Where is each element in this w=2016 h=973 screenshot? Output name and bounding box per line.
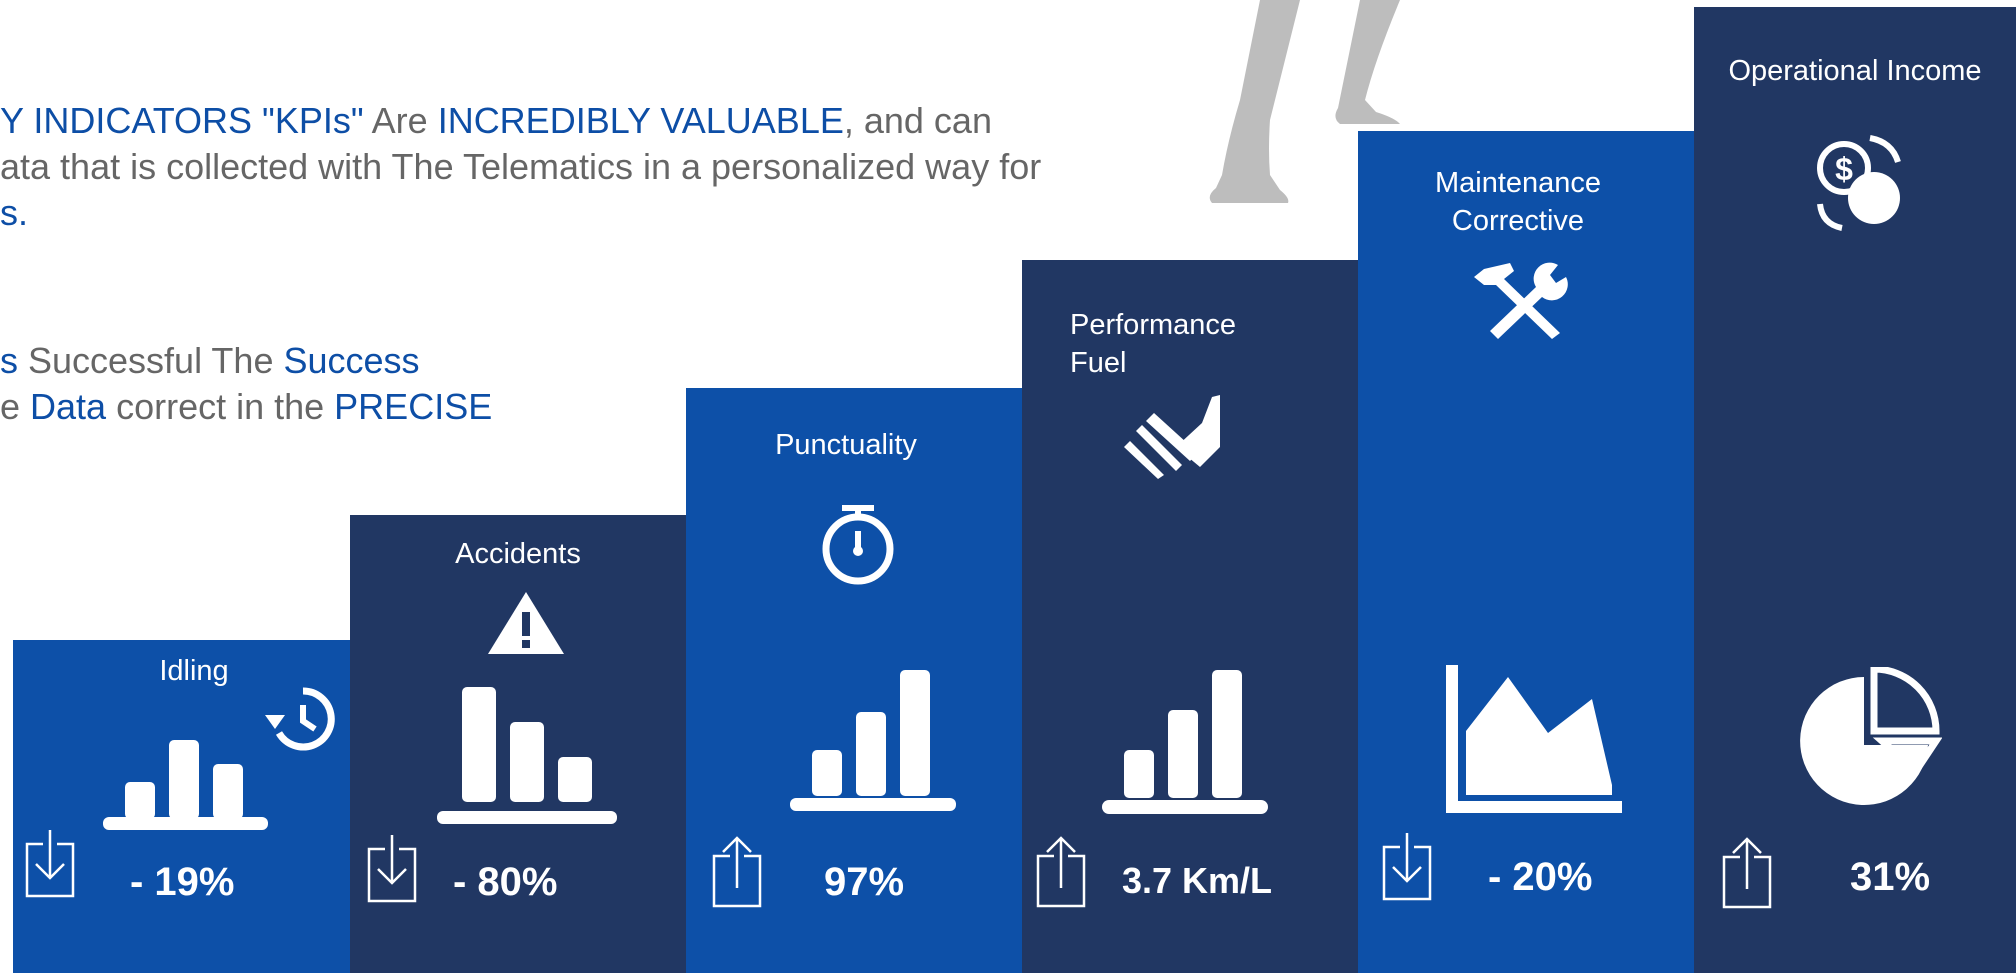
kpi-idling: Idling - 19%: [13, 640, 350, 973]
kpi-maintenance-corrective: Maintenance Corrective - 20%: [1358, 131, 1694, 973]
success-paragraph: s Successful The Success e Data correct …: [0, 340, 493, 427]
fuel-nozzle-icon: [1124, 395, 1220, 479]
intro-valuable-text: INCREDIBLY VALUABLE: [437, 100, 844, 141]
walking-person-illustration: [1209, 0, 1400, 203]
warning-icon: [488, 592, 564, 654]
kpi-label: Maintenance Corrective: [1434, 167, 1602, 237]
kpi-performance-fuel: Performance Fuel 3.7 Km/L: [1022, 260, 1358, 973]
kpi-value: - 20%: [1488, 855, 1593, 899]
history-icon: [265, 687, 335, 751]
intro-kpis-text: Y INDICATORS "KPIs": [0, 100, 364, 141]
bar-chart-descending-icon: [437, 687, 617, 824]
intro-paragraph: Y INDICATORS "KPIs" Are INCREDIBLY VALUA…: [0, 100, 1042, 233]
kpi-accidents: Accidents - 80%: [350, 515, 686, 973]
area-chart-icon: [1446, 665, 1622, 813]
money-cycle-icon: $: [1817, 135, 1901, 231]
kpi-value: - 80%: [453, 860, 558, 904]
svg-text:$: $: [1835, 151, 1853, 187]
kpi-operational-income: Operational Income $ 31%: [1694, 7, 2016, 973]
kpi-value: 3.7 Km/L: [1122, 860, 1273, 901]
pie-chart-icon: [1800, 667, 1942, 805]
bar-chart-icon: [103, 740, 268, 830]
kpi-punctuality: Punctuality 97%: [686, 388, 1022, 973]
kpi-label: Accidents: [455, 538, 581, 570]
kpi-label: Punctuality: [775, 429, 917, 461]
arrow-up-icon: [1036, 836, 1086, 908]
kpi-label: Operational Income: [1728, 55, 1982, 87]
bar-chart-ascending-icon: [790, 670, 956, 811]
arrow-down-icon: [367, 835, 417, 903]
arrow-up-icon: [712, 836, 762, 908]
arrow-up-icon: [1722, 837, 1772, 909]
kpi-label: Idling: [159, 655, 229, 687]
stopwatch-icon: [822, 505, 894, 585]
bar-chart-ascending-icon: [1102, 670, 1268, 814]
kpi-label: Performance Fuel: [1070, 309, 1237, 379]
arrow-down-icon: [1382, 833, 1432, 901]
kpi-value: 31%: [1850, 855, 1931, 899]
arrow-down-icon: [25, 830, 75, 898]
tools-icon: [1474, 262, 1568, 339]
kpi-value: 97%: [824, 860, 905, 904]
kpi-value: - 19%: [130, 860, 235, 904]
